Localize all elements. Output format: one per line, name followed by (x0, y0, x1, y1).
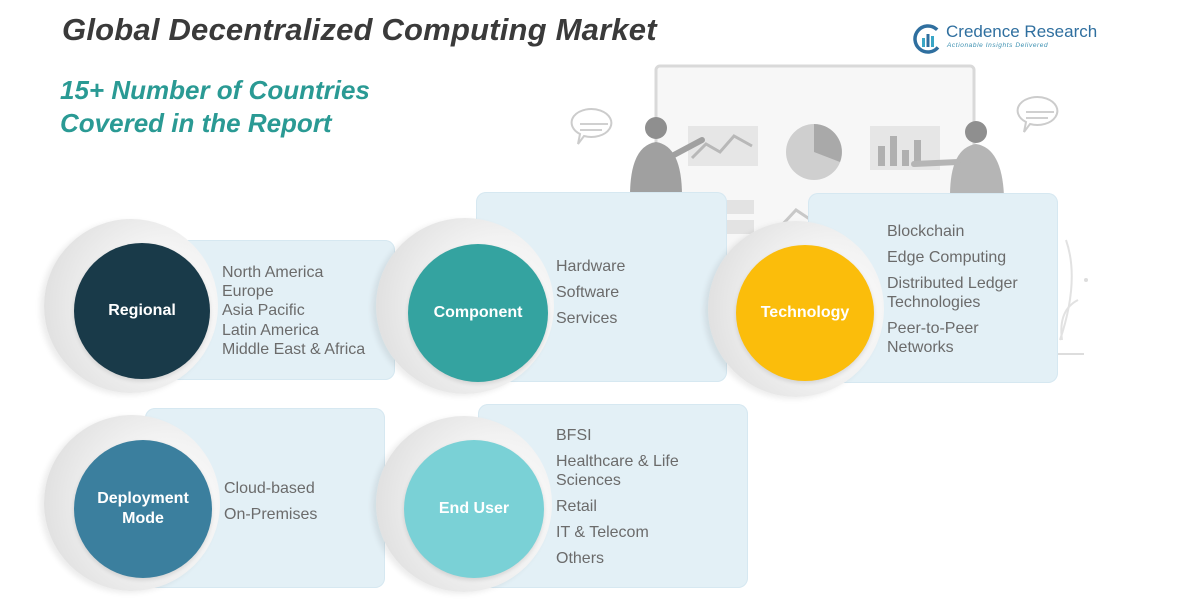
list-item: Software (556, 284, 620, 301)
subtitle-line-2: Covered in the Report (60, 108, 332, 138)
regional-label: Regional (108, 302, 176, 319)
list-item: Healthcare & Life (556, 453, 679, 470)
technology-disc: Technology (736, 245, 874, 381)
list-item: Services (556, 310, 618, 327)
list-item: IT & Telecom (556, 524, 649, 541)
deployment-items: Cloud-based On-Premises (224, 476, 317, 528)
list-item: Cloud-based (224, 480, 315, 497)
list-item: On-Premises (224, 506, 318, 523)
list-item: Others (556, 550, 605, 567)
technology-items: Blockchain Edge Computing Distributed Le… (887, 222, 1018, 357)
list-item: Sciences (556, 472, 621, 489)
technology-label: Technology (760, 304, 850, 321)
list-item: Hardware (556, 258, 626, 275)
list-item: BFSI (556, 427, 592, 444)
regional-items: North America Europe Asia Pacific Latin … (222, 263, 365, 359)
deployment-label-line-1: Deployment (97, 490, 189, 507)
list-item: Networks (887, 339, 954, 356)
list-item: Asia Pacific (222, 302, 305, 320)
list-item: Peer-to-Peer (887, 320, 979, 337)
subtitle: 15+ Number of Countries Covered in the R… (60, 74, 370, 140)
list-item: North America (222, 264, 324, 281)
list-item: Technologies (887, 294, 981, 311)
list-item: Edge Computing (887, 249, 1007, 266)
component-items: Hardware Software Services (556, 254, 625, 332)
deployment-label-line-2: Mode (122, 510, 164, 527)
enduser-items: BFSI Healthcare & Life Sciences Retail I… (556, 426, 679, 568)
list-item: Retail (556, 498, 597, 515)
deployment-disc: Deployment Mode (74, 440, 212, 578)
enduser-label: End User (438, 500, 510, 517)
enduser-disc: End User (404, 440, 544, 578)
list-item: Middle East & Africa (222, 340, 366, 358)
component-disc: Component (408, 244, 548, 382)
page-title: Global Decentralized Computing Market (62, 12, 657, 47)
regional-disc: Regional (74, 243, 210, 379)
list-item: Distributed Ledger (887, 275, 1018, 292)
subtitle-line-1: 15+ Number of Countries (60, 75, 370, 105)
component-label: Component (433, 304, 523, 321)
brand-tagline: Actionable Insights Delivered (947, 42, 1049, 49)
brand-logo: Credence Research Actionable Insights De… (913, 22, 1103, 56)
list-item: Europe (222, 283, 274, 301)
credence-logo-icon (913, 24, 943, 54)
list-item: Blockchain (887, 223, 965, 240)
brand-name: Credence Research (946, 22, 1098, 41)
list-item: Latin America (222, 321, 319, 339)
